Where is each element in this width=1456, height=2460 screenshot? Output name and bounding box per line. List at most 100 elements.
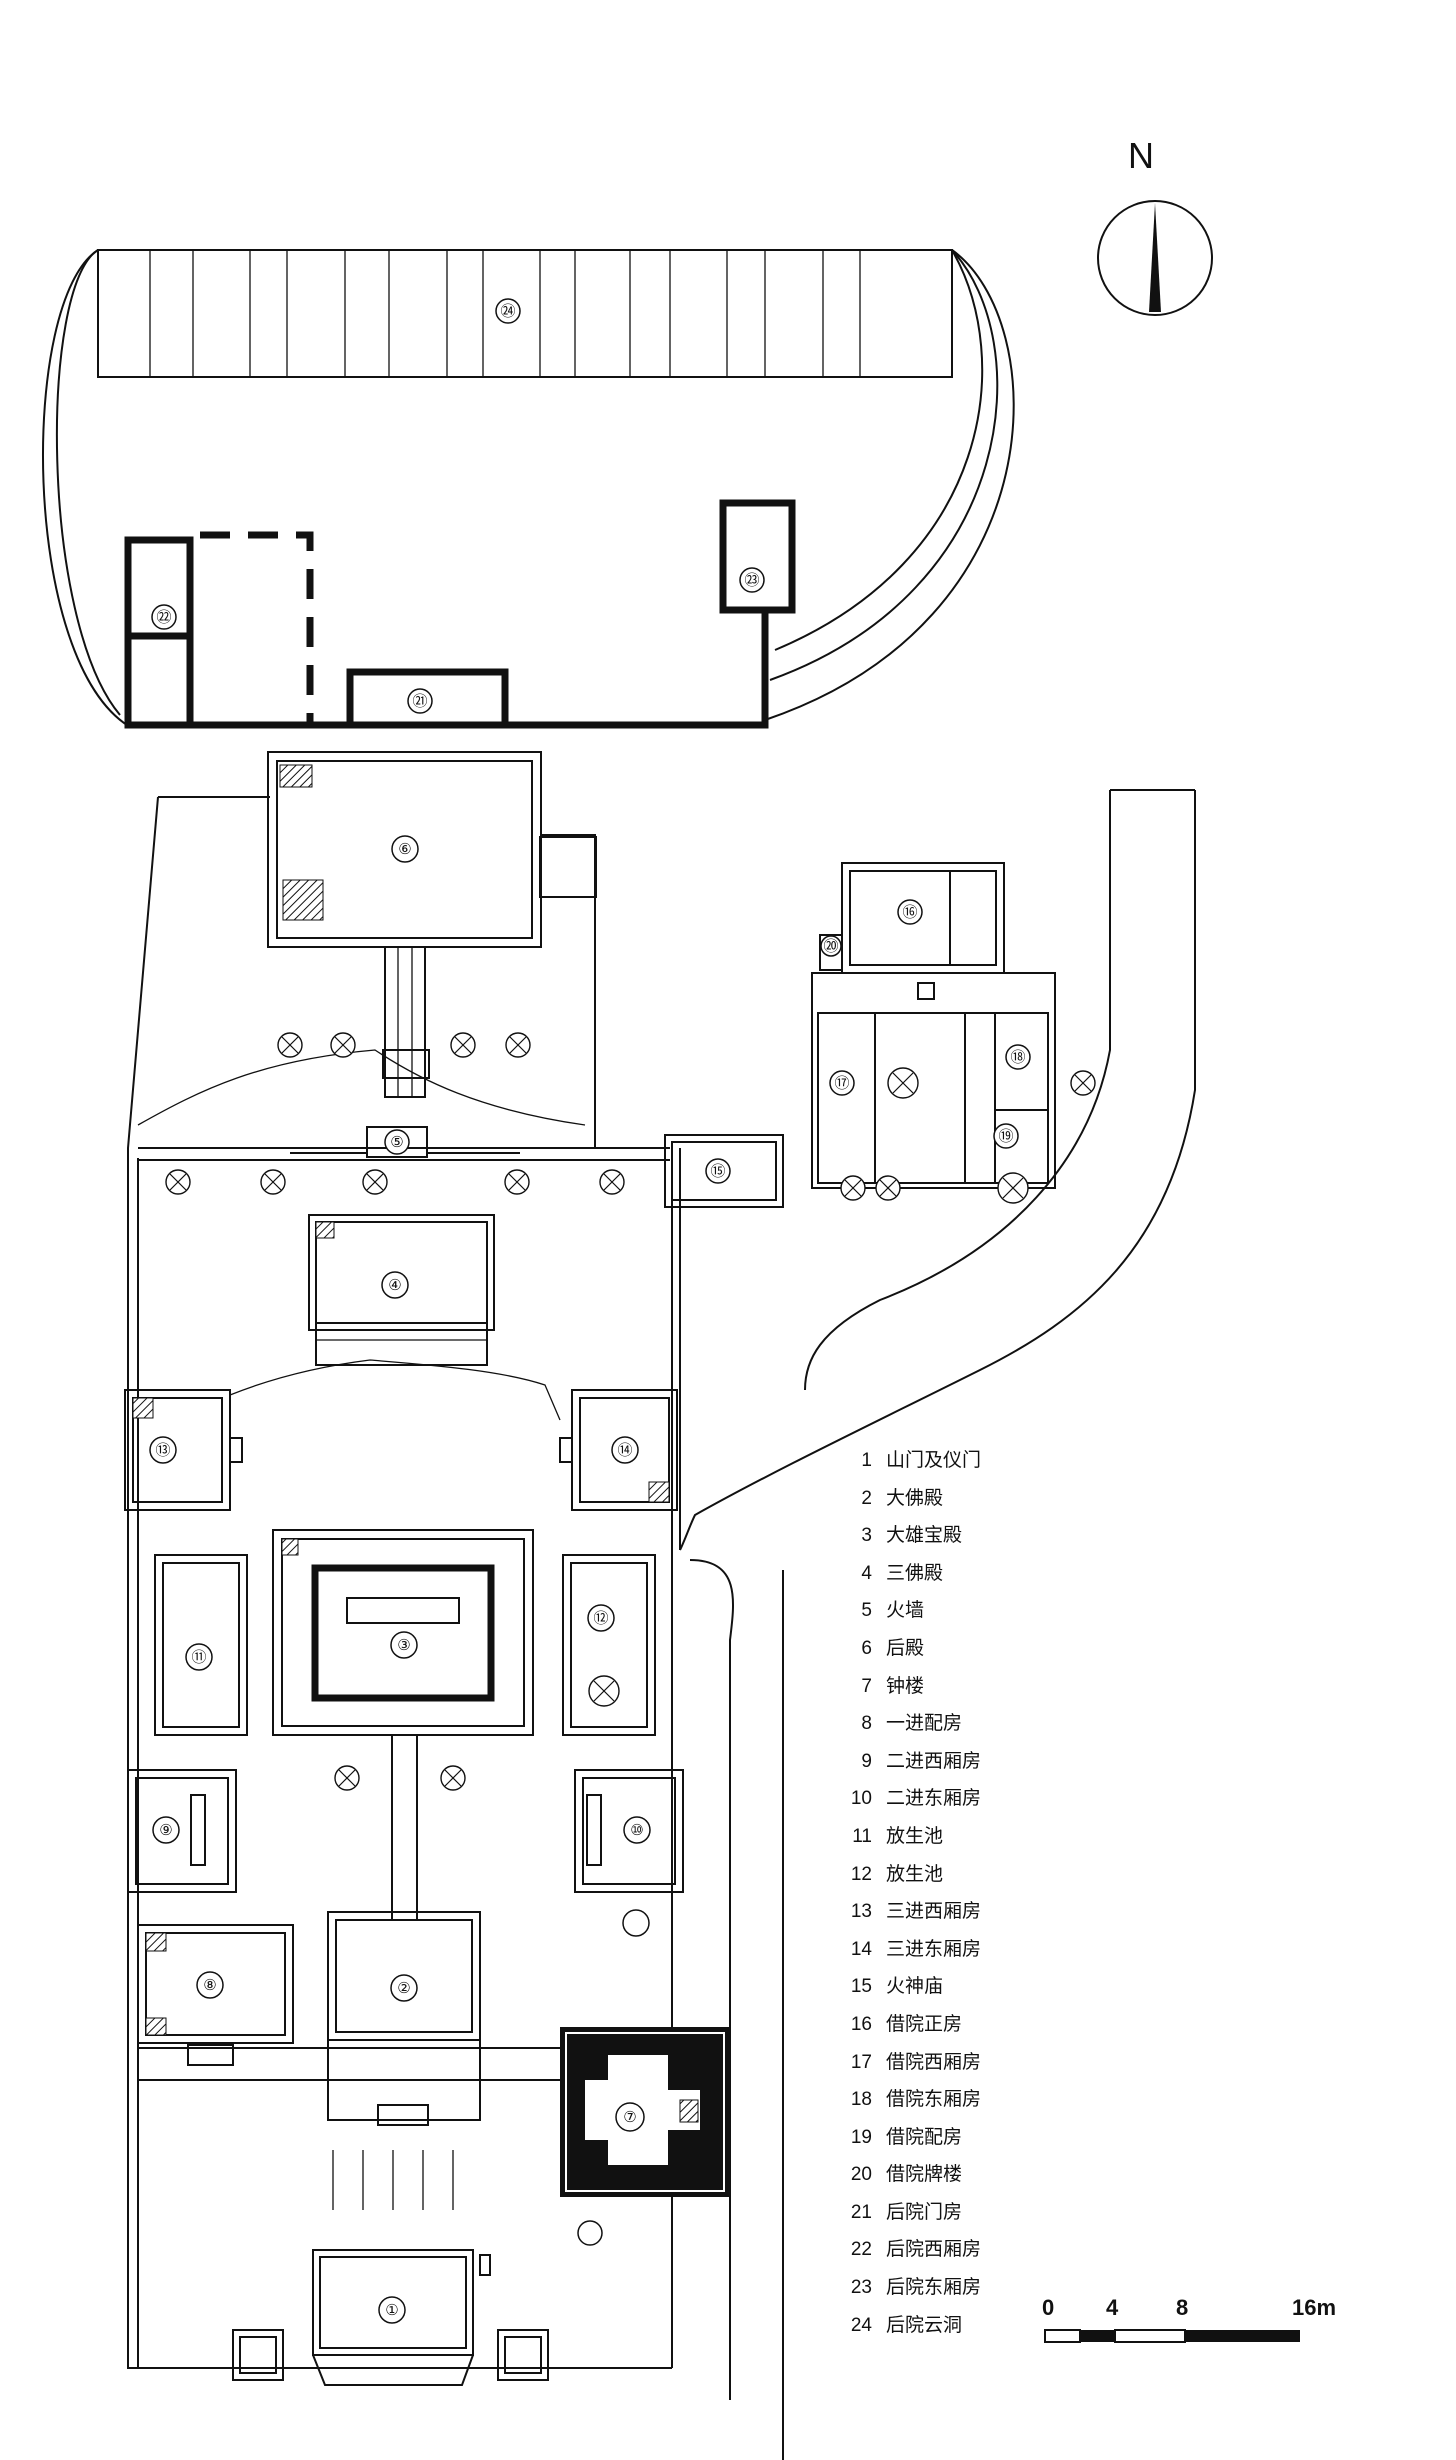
legend-number: 14 [850,1938,872,1960]
legend-item: 20 借院牌楼 [836,2156,1166,2194]
legend-number: 18 [850,2089,872,2111]
legend-label: 钟楼 [886,1674,925,1697]
legend-label: 借院正房 [886,2012,963,2035]
svg-text:⑫: ⑫ [593,1609,608,1627]
building-13-third-west-wing [124,1389,243,1511]
legend-label: 借院配房 [886,2125,963,2148]
svg-text:⑲: ⑲ [998,1127,1013,1145]
legend-label: 大佛殿 [886,1486,944,1509]
building-6-rear-hall [267,751,597,1098]
scale-tick-16m: 16m [1292,2295,1337,2320]
svg-text:①: ① [385,2301,398,2319]
plan-label-21: ㉑ [407,688,433,714]
svg-text:⑰: ⑰ [834,1074,849,1092]
svg-text:⑱: ⑱ [1010,1048,1025,1066]
plan-label-1: ① [378,2296,406,2324]
legend-label: 后院云洞 [886,2313,963,2336]
building-10-second-east-wing [574,1769,684,1893]
svg-text:②: ② [397,1979,410,1997]
building-7-bell-tower [560,2027,730,2197]
svg-text:⑨: ⑨ [159,1821,172,1839]
svg-text:⑥: ⑥ [398,840,411,858]
legend-number: 6 [861,1637,872,1659]
svg-text:⑪: ⑪ [191,1648,206,1666]
legend-label: 二进西厢房 [886,1749,982,1772]
svg-text:㉒: ㉒ [156,608,171,626]
plan-label-19: ⑲ [993,1123,1019,1149]
plan-label-5: ⑤ [384,1129,410,1155]
legend-label: 借院牌楼 [886,2163,963,2186]
legend-number: 24 [850,2314,872,2336]
legend-item: 16 借院正房 [836,2006,1166,2044]
building-4-three-buddha-hall [308,1214,495,1366]
legend-item: 10 二进东厢房 [836,1780,1166,1818]
building-11-release-pond [154,1554,248,1736]
plan-label-13: ⑬ [149,1436,177,1464]
north-arrow [1097,200,1213,316]
svg-text:⑧: ⑧ [203,1976,216,1994]
svg-text:③: ③ [397,1636,410,1654]
legend-label: 二进东厢房 [886,1787,982,1810]
building-5-fire-wall [290,1126,520,1158]
plan-label-15: ⑮ [705,1158,731,1184]
plan-label-7: ⑦ [615,2102,645,2132]
legend-number: 11 [852,1825,872,1847]
borrowed-courtyard [811,862,1056,1189]
building-9-second-west-wing [127,1769,237,1893]
legend-item: 18 借院东厢房 [836,2081,1166,2119]
legend-number: 10 [850,1788,872,1810]
scale-tick-8: 8 [1176,2295,1189,2320]
plan-label-22: ㉒ [151,604,177,630]
legend-number: 20 [850,2164,872,2186]
scale-tick-0: 0 [1042,2295,1055,2320]
scale-tick-4: 4 [1106,2295,1119,2320]
svg-text:㉔: ㉔ [500,302,515,320]
east-road [679,789,1196,1551]
legend-item: 6 后殿 [836,1630,1166,1668]
legend-number: 8 [861,1713,872,1735]
plan-label-24: ㉔ [495,298,521,324]
building-1-mountain-gate [232,2150,549,2386]
north-label: N [1128,135,1154,176]
building-2-great-buddha-hall [327,1911,481,2126]
plan-label-3: ③ [390,1631,418,1659]
legend-label: 三佛殿 [886,1561,944,1584]
plan-label-6: ⑥ [391,835,419,863]
svg-text:⑯: ⑯ [902,903,917,921]
legend-label: 后院西厢房 [886,2238,982,2261]
plan-label-17: ⑰ [829,1070,855,1096]
legend-number: 12 [850,1863,872,1885]
legend-item: 24 后院云洞 [836,2307,1166,2345]
legend-item: 22 后院西厢房 [836,2231,1166,2269]
legend-label: 火墙 [886,1599,925,1622]
plan-label-12: ⑫ [587,1604,615,1632]
legend-label: 借院东厢房 [886,2088,982,2111]
building-8-first-side-room [137,1924,294,2066]
legend-label: 一进配房 [886,1712,963,1735]
legend-label: 后殿 [886,1636,925,1659]
trees [165,1032,1096,2246]
plan-label-23: ㉓ [739,567,765,593]
legend-number: 16 [850,2013,872,2035]
legend-label: 三进西厢房 [886,1900,982,1923]
svg-text:⑬: ⑬ [155,1441,170,1459]
plan-label-2: ② [390,1974,418,2002]
svg-text:④: ④ [388,1276,401,1294]
svg-text:⑭: ⑭ [617,1441,632,1459]
legend-number: 3 [861,1525,872,1547]
building-12-release-pond [562,1554,656,1736]
legend-number: 22 [850,2239,872,2261]
building-14-third-east-wing [559,1389,678,1511]
legend-label: 山门及仪门 [886,1449,982,1471]
